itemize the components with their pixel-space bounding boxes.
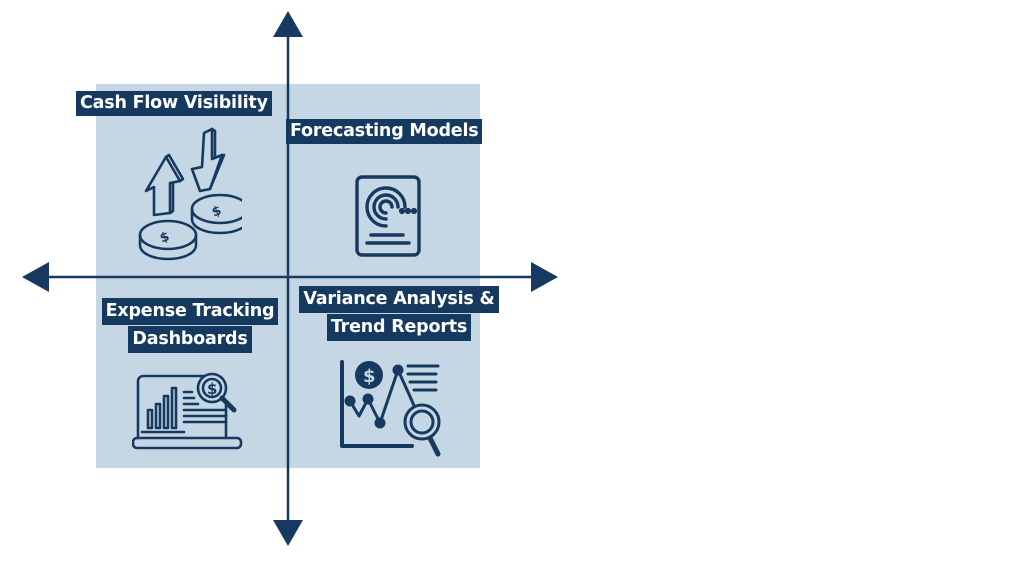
label-line: Trend Reports (326, 314, 472, 341)
label-forecasting-models: Forecasting Models (286, 119, 483, 144)
label-line: Variance Analysis & (299, 286, 499, 313)
laptop-dashboard-magnifier-icon: $ (132, 372, 243, 450)
label-variance-analysis-trend-reports: Variance Analysis & Trend Reports (290, 286, 508, 341)
arrow-right-icon (531, 262, 558, 292)
svg-text:$: $ (158, 229, 172, 246)
label-cash-flow-visibility: Cash Flow Visibility (76, 91, 272, 116)
arrow-left-icon (22, 262, 49, 292)
svg-text:$: $ (363, 366, 376, 387)
label-line: Dashboards (128, 326, 252, 353)
arrow-down-icon (273, 520, 303, 546)
cash-flow-arrows-coins-icon: $ $ (138, 127, 242, 261)
svg-text:$: $ (210, 203, 224, 220)
svg-text:$: $ (207, 380, 217, 398)
label-line: Expense Tracking (101, 298, 279, 325)
trend-chart-magnifier-icon: $ (340, 360, 441, 457)
forecast-document-icon (355, 175, 421, 257)
arrow-up-icon (273, 11, 303, 37)
label-expense-tracking-dashboards: Expense Tracking Dashboards (94, 298, 286, 353)
